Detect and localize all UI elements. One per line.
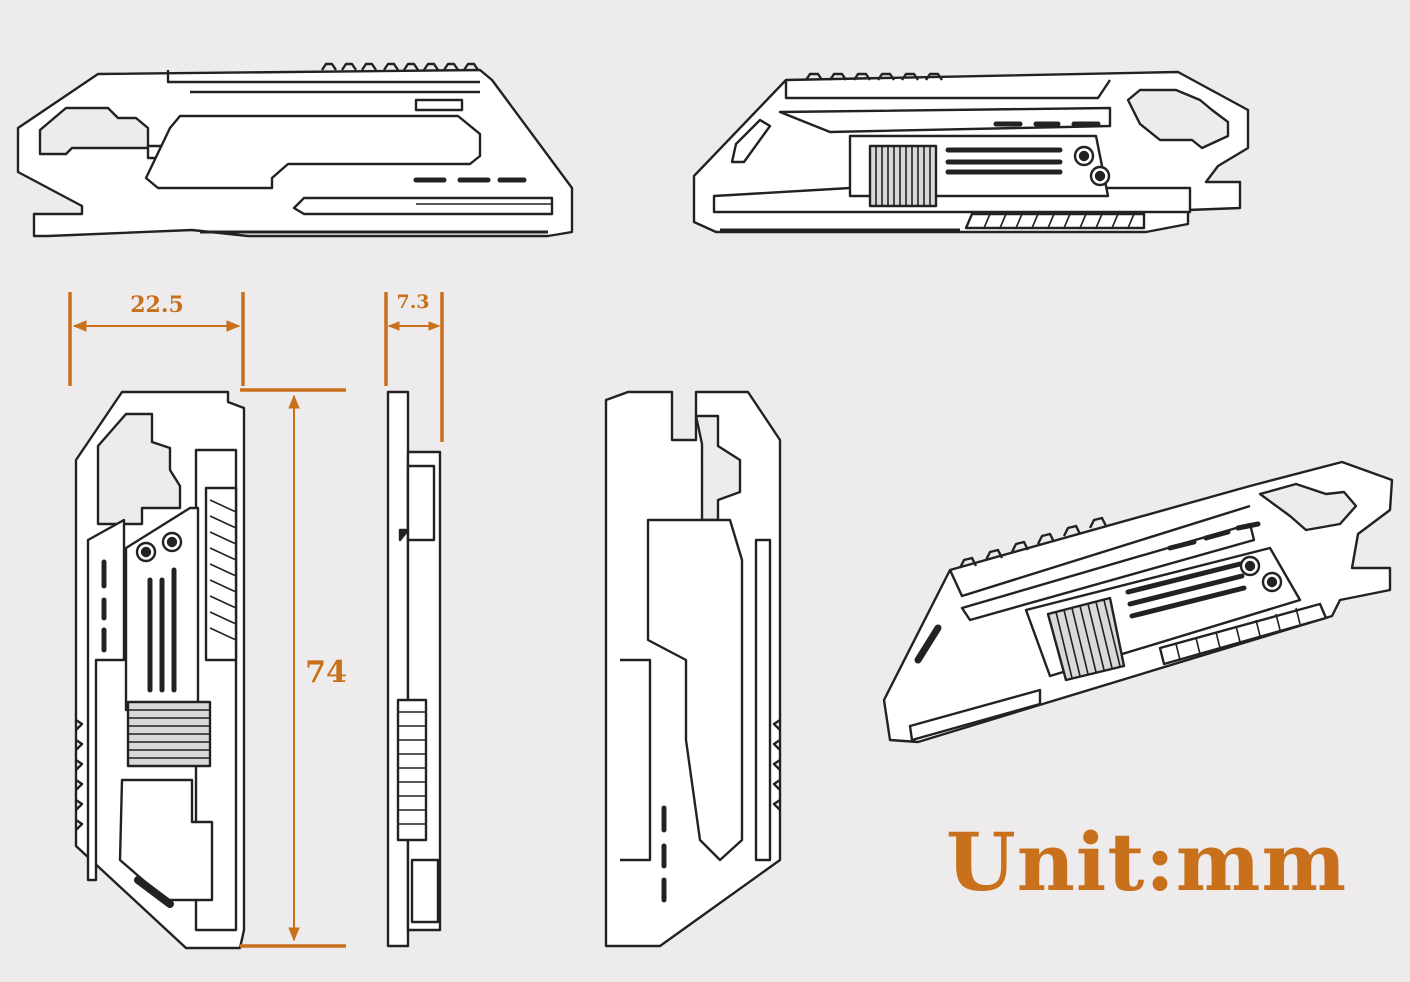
length-dimension-line — [240, 388, 346, 948]
length-dimension-label: 74 — [305, 655, 347, 690]
width-dimension-line — [68, 292, 245, 386]
side-view — [386, 390, 442, 948]
back-view — [604, 390, 782, 948]
top-view-left — [16, 62, 574, 238]
unit-label: Unit:mm — [946, 815, 1348, 909]
width-dimension-label: 22.5 — [130, 292, 184, 318]
thickness-dimension-line — [384, 292, 444, 442]
top-view-right — [692, 70, 1250, 234]
isometric-view — [882, 460, 1394, 744]
front-view — [74, 390, 246, 950]
thickness-dimension-label: 7.3 — [396, 291, 429, 313]
